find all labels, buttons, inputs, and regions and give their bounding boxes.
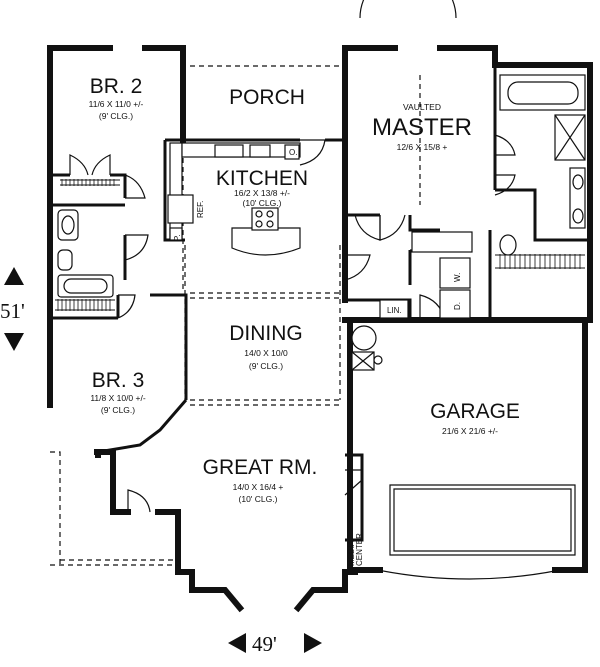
- toilet-icon: [57, 249, 73, 271]
- washer-label: W.: [453, 273, 462, 282]
- dashed-outlines: [50, 65, 576, 580]
- skylight-arc: [359, 0, 457, 19]
- master-label: VAULTED: [403, 102, 441, 112]
- overall-dimensions: 51' 49': [0, 267, 322, 656]
- kitchen-sink-icon: [214, 144, 244, 158]
- depth-dimension: 51': [0, 299, 25, 323]
- great-room-ceiling: (10' CLG.): [239, 494, 278, 504]
- arrow-up-icon: [4, 267, 24, 285]
- garage-name: GARAGE: [430, 400, 520, 423]
- arrow-right-icon: [304, 633, 322, 653]
- dining-size: 14/0 X 10/0: [244, 348, 288, 358]
- room-labels: BR. 2 11/6 X 11/0 +/- (9' CLG.) PORCH VA…: [89, 75, 520, 566]
- master-size: 12/6 X 15/8 +: [397, 142, 448, 152]
- width-dimension: 49': [252, 632, 277, 656]
- media-label-line1: MEDIA: [347, 540, 356, 566]
- dryer-icon: [439, 289, 471, 319]
- cooktop-icon: [251, 207, 279, 231]
- linen-label: LIN.: [387, 306, 402, 315]
- porch-name: PORCH: [229, 86, 305, 109]
- water-heater-icon: [351, 325, 377, 351]
- br2-name: BR. 2: [90, 75, 143, 98]
- kitchen-ceiling: (10' CLG.): [243, 198, 282, 208]
- arrow-down-icon: [4, 333, 24, 351]
- pantry-icon: [169, 227, 183, 241]
- oven-icon: [284, 144, 300, 160]
- washer-icon: [439, 257, 471, 289]
- laundry-sink: [411, 231, 473, 253]
- kitchen-size: 16/2 X 13/8 +/-: [234, 188, 290, 198]
- fixtures: [57, 74, 586, 371]
- media-label-line2: CENTER: [355, 533, 364, 566]
- arrow-left-icon: [228, 633, 246, 653]
- br2-ceiling: (9' CLG.): [99, 111, 133, 121]
- oven-label: O.: [289, 148, 297, 157]
- kitchen-island: [231, 227, 301, 256]
- br3-size: 11/8 X 10/0 +/-: [90, 393, 146, 403]
- br2-size: 11/6 X 11/0 +/-: [89, 99, 144, 109]
- toilet-icon: [499, 234, 517, 256]
- door-swings: [69, 134, 516, 513]
- interior-walls: [50, 65, 590, 542]
- linen-closet: [379, 299, 409, 319]
- garage-size: 21/6 X 21/6 +/-: [442, 426, 498, 436]
- dining-name: DINING: [229, 322, 303, 345]
- master-name: MASTER: [372, 114, 472, 141]
- br3-ceiling: (9' CLG.): [101, 405, 135, 415]
- ref-label: REF.: [196, 201, 205, 218]
- refrigerator-icon: [167, 194, 194, 224]
- br3-name: BR. 3: [92, 369, 145, 392]
- great-room-size: 14/0 X 16/4 +: [233, 482, 284, 492]
- great-room-name: GREAT RM.: [203, 456, 318, 479]
- kitchen-name: KITCHEN: [216, 167, 308, 190]
- pantry-label: P.: [173, 234, 182, 241]
- dining-ceiling: (9' CLG.): [249, 361, 283, 371]
- dryer-label: D.: [453, 302, 462, 310]
- exterior-walls: [47, 45, 593, 613]
- closet-shelving: [55, 179, 585, 311]
- counter-left: [169, 142, 183, 239]
- dishwasher-icon: [249, 144, 271, 158]
